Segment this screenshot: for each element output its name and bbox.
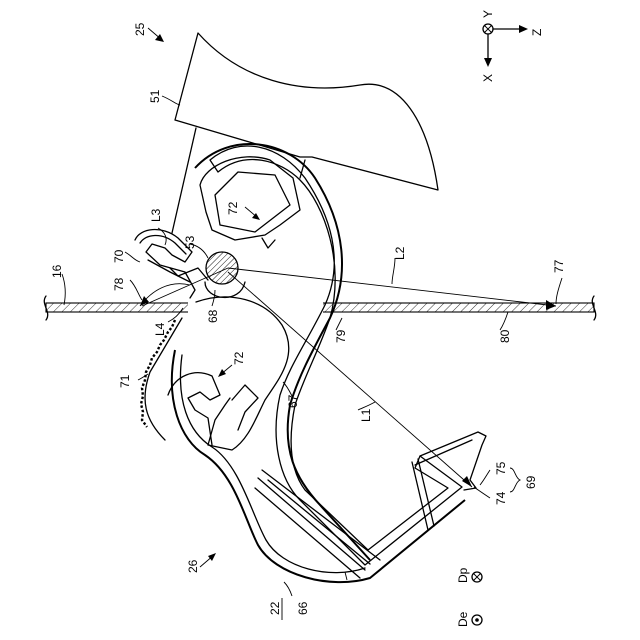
component-51 <box>172 33 438 233</box>
brace-69 <box>510 468 520 492</box>
ref-Dp: Dp <box>456 567 470 583</box>
axis-label-z: Z <box>530 29 544 36</box>
ref-67: 67 <box>286 394 300 408</box>
flap-69 <box>412 432 486 530</box>
ref-16: 16 <box>50 264 64 278</box>
axis-indicator: Y Z X <box>481 10 544 82</box>
ref-L2: L2 <box>393 246 407 260</box>
ref-De: De <box>456 611 470 627</box>
ref-69: 69 <box>524 475 538 489</box>
ref-L1: L1 <box>359 408 373 422</box>
ref-78: 78 <box>112 277 126 291</box>
cavity-72-lower <box>168 297 289 450</box>
ref-72-upper: 72 <box>226 201 240 215</box>
axis-label-y: Y <box>481 10 495 18</box>
ref-66: 66 <box>296 601 310 615</box>
cavity-72-upper <box>200 157 300 248</box>
ref-53: 53 <box>183 235 197 249</box>
ref-77: 77 <box>552 259 566 273</box>
ref-68: 68 <box>206 309 220 323</box>
ref-79: 79 <box>334 329 348 343</box>
ref-75: 75 <box>494 461 508 475</box>
ref-L4: L4 <box>153 322 167 336</box>
axis-label-x: X <box>481 74 495 82</box>
ref-22: 22 <box>268 601 282 615</box>
housing-66 <box>172 144 465 582</box>
ref-72-lower: 72 <box>232 351 246 365</box>
ref-74: 74 <box>494 491 508 505</box>
ball-53 <box>205 252 245 297</box>
direction-symbols <box>472 572 482 625</box>
ref-L3: L3 <box>149 208 163 222</box>
ray-L2 <box>228 268 556 306</box>
ref-25: 25 <box>133 22 147 36</box>
ref-70: 70 <box>112 249 126 263</box>
ref-80: 80 <box>498 329 512 343</box>
ref-51: 51 <box>148 89 162 103</box>
ref-71: 71 <box>118 374 132 388</box>
clip-70 <box>135 230 208 298</box>
panel-16 <box>44 296 595 320</box>
ref-26: 26 <box>186 559 200 573</box>
